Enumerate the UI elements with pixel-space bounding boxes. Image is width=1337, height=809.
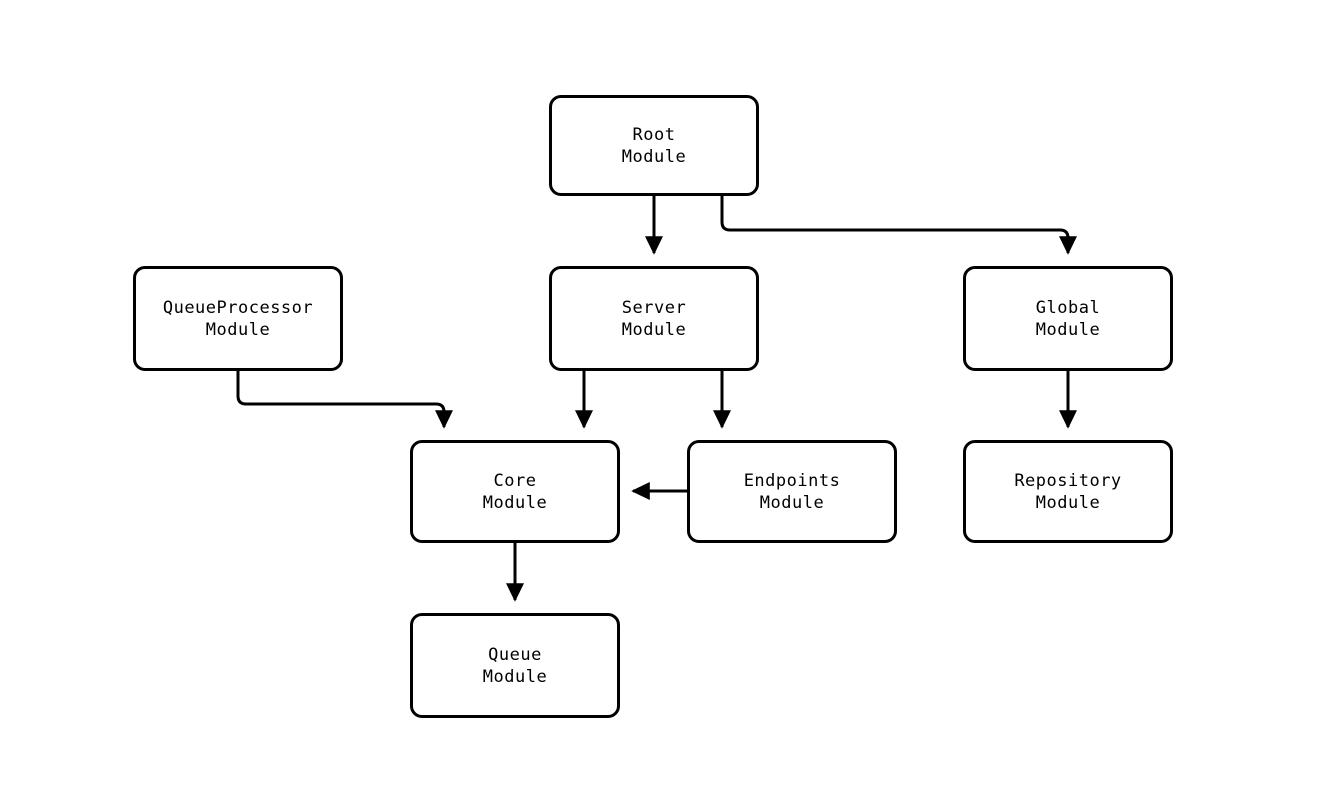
node-core-title: Core xyxy=(493,470,537,491)
node-root-subtitle: Module xyxy=(621,146,687,167)
node-server-title: Server xyxy=(621,297,687,318)
node-endpoints-title: Endpoints xyxy=(743,470,841,491)
node-queueprocessor-subtitle: Module xyxy=(205,319,271,340)
node-queue-title: Queue xyxy=(488,644,542,665)
node-queueprocessor-title: QueueProcessor xyxy=(162,297,314,318)
node-root-title: Root xyxy=(632,124,676,145)
node-global-subtitle: Module xyxy=(1035,319,1101,340)
edge-root-to-global xyxy=(720,196,1078,255)
edge-queueprocessor-to-core xyxy=(236,371,454,429)
node-repository-subtitle: Module xyxy=(1035,492,1101,513)
node-endpoints-subtitle: Module xyxy=(759,492,825,513)
node-core-subtitle: Module xyxy=(482,492,548,513)
node-server-subtitle: Module xyxy=(621,319,687,340)
node-repository-title: Repository xyxy=(1014,470,1122,491)
node-global-title: Global xyxy=(1035,297,1101,318)
node-queue-subtitle: Module xyxy=(482,666,548,687)
